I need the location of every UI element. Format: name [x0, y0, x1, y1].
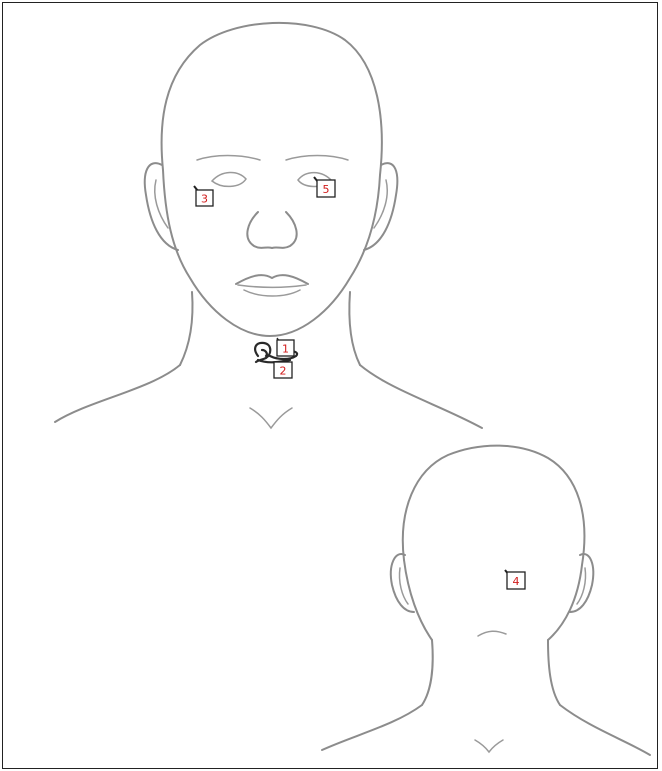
- marker-4[interactable]: 4: [505, 570, 525, 589]
- marker-1-label: 1: [282, 343, 289, 356]
- front-neck-left: [180, 292, 193, 365]
- marker-2-label: 2: [280, 365, 287, 378]
- front-neck-right: [349, 292, 360, 365]
- back-nape-line: [478, 631, 506, 636]
- back-left-shoulder: [322, 705, 422, 750]
- back-spine-notch: [475, 740, 503, 752]
- back-right-shoulder: [560, 705, 650, 755]
- marker-5[interactable]: 5: [314, 177, 335, 197]
- back-left-ear: [391, 554, 414, 612]
- front-left-brow: [197, 156, 260, 161]
- front-head-view: [55, 23, 482, 428]
- front-right-brow: [286, 156, 348, 161]
- front-upper-lip: [236, 275, 308, 284]
- back-head-outline: [403, 446, 585, 640]
- marker-3-label: 3: [201, 193, 208, 206]
- marker-4-label: 4: [513, 575, 520, 588]
- front-collarbone-notch: [250, 408, 292, 428]
- marker-2[interactable]: 2: [274, 362, 292, 378]
- marker-3[interactable]: 3: [194, 186, 213, 206]
- back-neck-right: [548, 640, 560, 705]
- front-head-outline: [162, 23, 382, 336]
- front-lower-lip: [244, 290, 300, 296]
- front-left-shoulder: [55, 365, 180, 422]
- back-head-left-jaw: [404, 560, 432, 640]
- front-right-shoulder: [360, 365, 482, 428]
- front-right-ear-inner: [374, 180, 387, 228]
- marker-1[interactable]: 1: [277, 338, 294, 356]
- back-head-view: [322, 446, 650, 755]
- back-neck-left: [422, 640, 433, 705]
- front-lip-line: [238, 285, 306, 287]
- front-left-eye: [212, 172, 246, 186]
- marker-5-label: 5: [323, 183, 330, 196]
- front-nose: [247, 212, 296, 248]
